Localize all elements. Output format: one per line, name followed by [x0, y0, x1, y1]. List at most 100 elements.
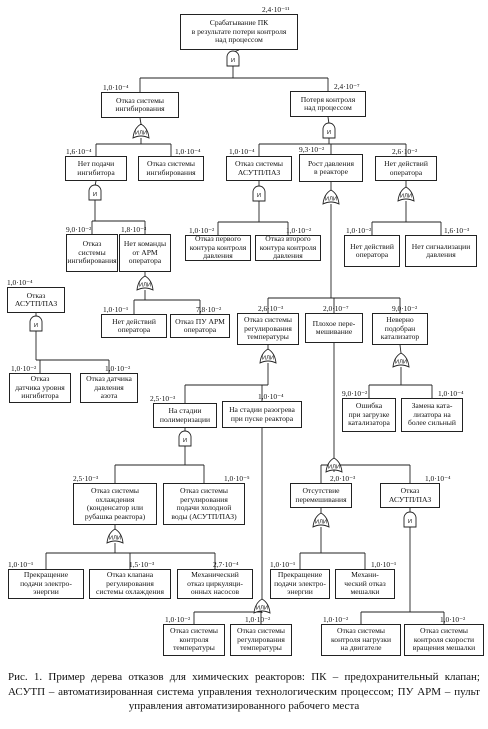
event-label-temp_reg: Отказ системы регулирования температуры: [243, 315, 293, 342]
probability-top: 2,4·10⁻¹¹: [262, 5, 290, 14]
event-label-power_loss2: Прекращение подачи электро- энергии: [274, 570, 326, 597]
event-label-mixer_speed: Отказ системы контроля скорости вращения…: [412, 626, 476, 653]
event-box-motor_load: Отказ системы контроля нагрузки на двига…: [321, 624, 401, 656]
event-box-no_op_action2: Нет действий оператора: [101, 314, 167, 338]
event-label-no_inhib: Нет подачи ингибитора: [77, 159, 115, 177]
or-gate-label-heatup_stage: ИЛИ: [256, 606, 268, 612]
probability-wrong_cat: 9,0·10⁻²: [392, 304, 418, 313]
event-label-temp_ctrl: Отказ системы контроля температуры: [169, 626, 219, 653]
probability-temp_reg2: 1,0·10⁻²: [245, 615, 271, 624]
or-gate-label-poor_mix: ИЛИ: [328, 465, 340, 471]
event-label-cool_valve: Отказ клапана регулирования системы охла…: [96, 570, 164, 597]
probability-pu_arm: 7,8·10⁻²: [196, 305, 222, 314]
or-gate-label-no_arm_cmd: ИЛИ: [139, 283, 151, 289]
event-box-sens_n2: Отказ датчика давления азота: [80, 373, 138, 403]
event-label-power_loss1: Прекращение подачи электро- энергии: [20, 570, 72, 597]
event-box-press_ctrl1: Отказ первого контура контроля давления: [185, 235, 251, 261]
event-label-no_op_action2: Нет действий оператора: [112, 316, 156, 334]
event-box-press_ctrl2: Отказ второго контура контроля давления: [255, 235, 321, 261]
event-box-mixer_speed: Отказ системы контроля скорости вращения…: [404, 624, 484, 656]
or-gate-wrong_cat: [392, 352, 410, 368]
or-gate-pressure_rise: [322, 189, 340, 205]
event-box-temp_reg2: Отказ системы регулирования температуры: [230, 624, 292, 656]
event-label-inhib_fail: Отказ системы ингибирования: [115, 95, 165, 113]
event-box-loss_ctrl: Потеря контроля над процессом: [290, 91, 366, 117]
event-box-inhib_sys3: Отказ системы ингибирования: [66, 234, 118, 272]
event-box-no_mixing: Отсутствие перемешивания: [290, 483, 352, 508]
or-gate-poor_mix: [325, 457, 343, 473]
event-box-asutp_paz2: Отказ АСУТП/ПАЗ: [7, 287, 65, 313]
event-label-no_press_alarm: Нет сигнализации давления: [411, 241, 471, 259]
event-box-poor_mix: Плохое пере- мешивание: [305, 313, 363, 343]
event-label-asutp_paz1: Отказ системы АСУТП/ПАЗ: [234, 159, 284, 177]
probability-inhib_sys2: 1,0·10⁻⁴: [175, 147, 201, 156]
event-label-cold_water: Отказ системы регулирования подачи холод…: [171, 486, 237, 521]
and-gate-asutp_paz1: [252, 185, 266, 202]
or-gate-heatup_stage: [253, 598, 271, 614]
event-box-pressure_rise: Рост давления в реакторе: [299, 154, 363, 182]
and-gate-label-loss_ctrl: И: [327, 130, 331, 136]
event-box-power_loss1: Прекращение подачи электро- энергии: [8, 569, 84, 599]
event-label-asutp_paz3: Отказ АСУТП/ПАЗ: [388, 486, 432, 504]
event-label-press_ctrl1: Отказ первого контура контроля давления: [189, 234, 247, 261]
event-label-inhib_sys2: Отказ системы ингибирования: [146, 159, 196, 177]
event-box-temp_ctrl: Отказ системы контроля температуры: [163, 624, 225, 656]
probability-polymer_stage: 2,5·10⁻³: [150, 394, 176, 403]
event-box-no_operator: Нет действий оператора: [375, 156, 437, 181]
event-box-heatup_stage: На стадии разогрева при пуске реактора: [222, 401, 302, 428]
probability-no_operator: 2,6·10⁻²: [392, 147, 418, 156]
event-box-pu_arm: Отказ ПУ АРМ оператора: [170, 314, 230, 338]
event-box-asutp_paz1: Отказ системы АСУТП/ПАЗ: [226, 156, 292, 181]
or-gate-inhib_fail: [132, 123, 150, 139]
event-box-mixer_fail: Механи- ческий отказ мешалки: [335, 569, 395, 599]
and-gate-top: [226, 50, 240, 67]
event-box-no_inhib: Нет подачи ингибитора: [65, 156, 127, 181]
event-label-no_op_action: Нет действий оператора: [350, 241, 394, 259]
connector-inhib_fail-in: [139, 117, 142, 125]
event-box-asutp_paz3: Отказ АСУТП/ПАЗ: [380, 483, 440, 508]
figure-caption: Рис. 1. Пример дерева отказов для химиче…: [8, 671, 480, 713]
event-box-no_arm_cmd: Нет команды от АРМ оператора: [119, 234, 171, 272]
probability-temp_ctrl: 1,0·10⁻²: [165, 615, 191, 624]
event-box-temp_reg: Отказ системы регулирования температуры: [237, 313, 299, 345]
event-box-wrong_cat: Неверно подобран катализатор: [372, 313, 428, 345]
probability-temp_reg: 2,6·10⁻³: [258, 304, 284, 313]
event-box-no_press_alarm: Нет сигнализации давления: [405, 235, 477, 267]
probability-mixer_speed: 1,0·10⁻²: [440, 615, 466, 624]
and-gate-label-no_inhib: И: [93, 192, 97, 198]
event-label-pump_fail: Механический отказ циркуляци- онных насо…: [187, 570, 243, 597]
or-gate-label-pressure_rise: ИЛИ: [325, 197, 337, 203]
probability-poor_mix: 2,0·10⁻⁷: [323, 304, 349, 313]
probability-no_arm_cmd: 1,8·10⁻³: [121, 225, 147, 234]
probability-no_op_action2: 1,0·10⁻¹: [103, 305, 129, 314]
probability-sens_n2: 1,0·10⁻²: [105, 364, 131, 373]
event-label-sens_n2: Отказ датчика давления азота: [86, 374, 132, 401]
probability-cat_replace: 1,0·10⁻⁴: [438, 389, 464, 398]
probability-cool_valve: 1,5·10⁻³: [129, 560, 155, 569]
probability-inhib_fail: 1,0·10⁻⁴: [103, 83, 129, 92]
event-label-temp_reg2: Отказ системы регулирования температуры: [236, 626, 286, 653]
and-gate-label-asutp_paz1: И: [257, 193, 261, 199]
probability-asutp_paz2: 1,0·10⁻⁴: [7, 278, 33, 287]
probability-pressure_rise: 9,3·10⁻²: [299, 145, 325, 154]
probability-inhib_sys3: 9,0·10⁻²: [66, 225, 92, 234]
probability-heatup_stage: 1,0·10⁻⁴: [258, 392, 284, 401]
connector-wrong_cat-in: [399, 344, 402, 354]
event-label-no_mixing: Отсутствие перемешивания: [295, 486, 347, 504]
or-gate-label-temp_reg: ИЛИ: [262, 356, 274, 362]
event-label-cat_replace: Замена ката- лизатора на более сильный: [408, 401, 456, 428]
event-box-cool_valve: Отказ клапана регулирования системы охла…: [89, 569, 171, 599]
and-gate-label-polymer_stage: И: [183, 438, 187, 444]
event-label-motor_load: Отказ системы контроля нагрузки на двига…: [330, 626, 392, 653]
probability-cold_water: 1,0·10⁻⁵: [224, 474, 250, 483]
event-label-top: Срабатывание ПК в результате потери конт…: [191, 18, 287, 45]
event-box-inhib_fail: Отказ системы ингибирования: [101, 92, 179, 118]
event-box-pump_fail: Механический отказ циркуляци- онных насо…: [177, 569, 253, 599]
probability-power_loss2: 1,0·10⁻¹: [270, 560, 296, 569]
event-box-cat_replace: Замена ката- лизатора на более сильный: [401, 398, 463, 432]
probability-press_ctrl1: 1,0·10⁻²: [189, 226, 215, 235]
event-box-cat_load_err: Ошибка при загрузке катализатора: [342, 398, 396, 432]
event-label-press_ctrl2: Отказ второго контура контроля давления: [259, 234, 317, 261]
event-label-loss_ctrl: Потеря контроля над процессом: [300, 94, 356, 112]
